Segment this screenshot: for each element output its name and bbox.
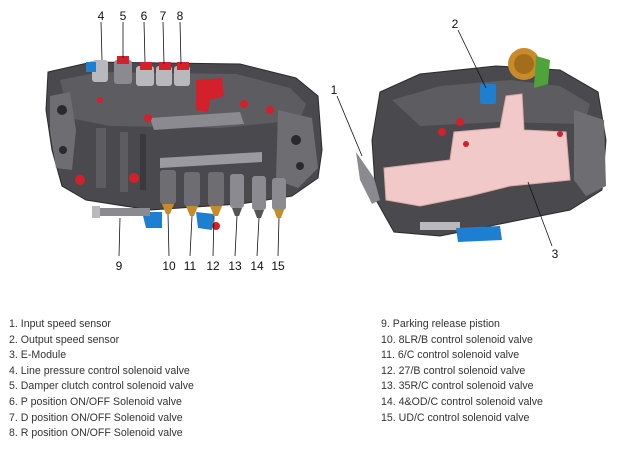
callout-10: 10 xyxy=(162,259,176,273)
leader-lines xyxy=(100,21,553,257)
legend-item: 12. 27/B control solenoid valve xyxy=(381,364,526,377)
legend-right-column: 9. Parking release pistion 10. 8LR/B con… xyxy=(381,317,543,426)
callout-6: 6 xyxy=(141,9,148,23)
legend-item: 7. D position ON/OFF Solenoid valve xyxy=(9,411,183,424)
callout-8: 8 xyxy=(177,9,184,23)
callout-15: 15 xyxy=(271,259,285,273)
legend-item: 3. E-Module xyxy=(9,349,67,362)
legend-item: 1. Input speed sensor xyxy=(9,318,111,330)
right-valve-body-illustration xyxy=(356,48,607,242)
legend-item: 14. 4&OD/C control solenoid valve xyxy=(381,395,543,408)
callout-12: 12 xyxy=(206,259,220,273)
legend-item: 9. Parking release pistion xyxy=(381,318,500,330)
legend-item: 10. 8LR/B control solenoid valve xyxy=(381,333,533,346)
callout-9: 9 xyxy=(116,259,123,273)
legend-item: 8. R position ON/OFF Solenoid valve xyxy=(9,427,183,440)
callout-numbers: 4 5 6 7 8 9 10 11 12 13 14 15 1 2 3 xyxy=(98,9,559,273)
legend-item: 2. Output speed sensor xyxy=(9,333,120,346)
legend-left-column: 1. Input speed sensor 2. Output speed se… xyxy=(9,317,194,442)
callout-2: 2 xyxy=(452,17,459,31)
left-valve-body-illustration xyxy=(45,56,323,230)
callout-5: 5 xyxy=(120,9,127,23)
legend-item: 6. P position ON/OFF Solenoid valve xyxy=(9,395,182,408)
callout-1: 1 xyxy=(331,83,338,97)
callout-14: 14 xyxy=(250,259,264,273)
legend-item: 13. 35R/C control solenoid valve xyxy=(381,380,534,393)
legend-item: 4. Line pressure control solenoid valve xyxy=(9,364,190,377)
valve-body-diagram: 4 5 6 7 8 9 10 11 12 13 14 15 1 2 3 xyxy=(45,9,607,273)
callout-3: 3 xyxy=(552,247,559,261)
legend-item: 11. 6/C control solenoid valve xyxy=(381,349,520,362)
callout-11: 11 xyxy=(184,259,197,273)
callout-4: 4 xyxy=(98,9,105,23)
callout-13: 13 xyxy=(228,259,242,273)
callout-7: 7 xyxy=(160,9,167,23)
legend-item: 15. UD/C control solenoid valve xyxy=(381,411,530,424)
legend-item: 5. Damper clutch control solenoid valve xyxy=(9,380,194,393)
